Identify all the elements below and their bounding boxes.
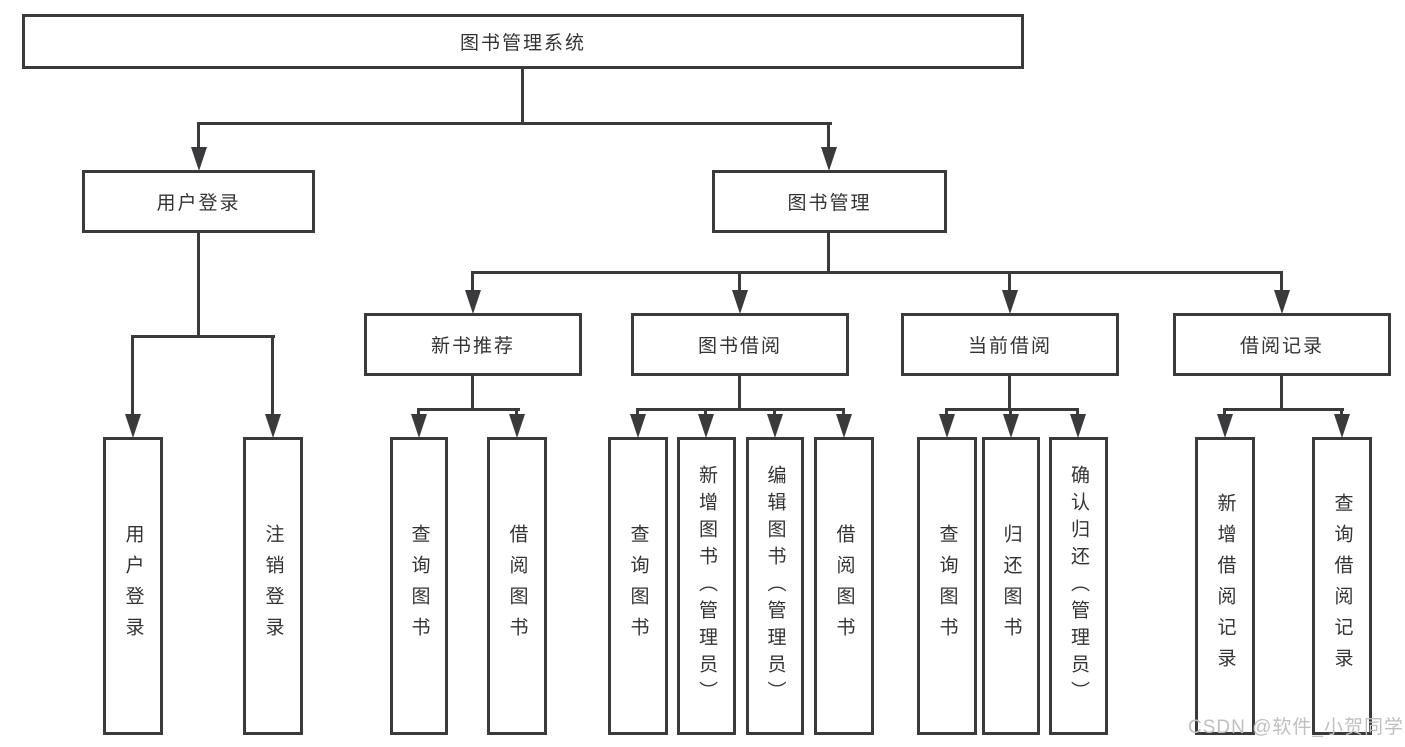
arrow-down-icon: [465, 290, 481, 314]
arrow-down-icon: [411, 414, 427, 438]
connector-line: [1076, 408, 1079, 418]
connector-line: [1280, 375, 1283, 411]
leaf-add-borrow-record: 新增借阅记录: [1195, 437, 1255, 735]
node-borrow-records: 借阅记录: [1173, 313, 1391, 376]
arrow-down-icon: [1002, 290, 1018, 314]
connector-line: [1223, 408, 1226, 418]
node-current-borrow: 当前借阅: [901, 313, 1119, 376]
arrow-down-icon: [698, 414, 714, 438]
connector-line: [417, 408, 520, 411]
connector-line: [842, 408, 845, 418]
arrow-down-icon: [1274, 290, 1290, 314]
connector-line: [945, 408, 948, 418]
connector-line: [636, 408, 639, 418]
connector-line: [471, 271, 1283, 274]
leaf-borrow-books-recommend: 借阅图书: [487, 437, 547, 735]
arrow-down-icon: [1003, 414, 1019, 438]
leaf-confirm-return-admin: 确认归还（管理员）: [1049, 437, 1108, 735]
leaf-edit-books-admin: 编辑图书（管理员）: [746, 437, 804, 735]
connector-line: [471, 271, 474, 293]
arrow-down-icon: [821, 147, 837, 171]
connector-line: [1223, 408, 1344, 411]
node-root-system: 图书管理系统: [22, 14, 1024, 69]
arrow-down-icon: [767, 414, 783, 438]
connector-line: [1280, 271, 1283, 293]
leaf-query-books-borrow: 查询图书: [608, 437, 668, 735]
arrow-down-icon: [1217, 414, 1233, 438]
connector-line: [197, 122, 832, 125]
arrow-down-icon: [1334, 414, 1350, 438]
connector-line: [827, 122, 830, 152]
arrow-down-icon: [125, 414, 141, 438]
arrow-down-icon: [732, 290, 748, 314]
arrow-down-icon: [265, 414, 281, 438]
node-user-login: 用户登录: [82, 170, 315, 233]
leaf-return-books: 归还图书: [982, 437, 1040, 735]
connector-line: [417, 408, 420, 418]
connector-line: [636, 408, 845, 411]
connector-line: [521, 69, 524, 125]
connector-line: [515, 408, 518, 418]
arrow-down-icon: [191, 147, 207, 171]
connector-line: [1340, 408, 1343, 418]
node-new-book-recommend: 新书推荐: [364, 313, 582, 376]
connector-line: [827, 233, 830, 274]
leaf-query-borrow-record: 查询借阅记录: [1312, 437, 1372, 735]
arrow-down-icon: [939, 414, 955, 438]
leaf-user-login: 用户登录: [103, 437, 163, 735]
connector-line: [738, 271, 741, 293]
connector-line: [197, 233, 200, 338]
arrow-down-icon: [836, 414, 852, 438]
connector-line: [197, 122, 200, 152]
node-book-borrow: 图书借阅: [631, 313, 849, 376]
connector-line: [1009, 408, 1012, 418]
node-book-management: 图书管理: [712, 170, 947, 233]
arrow-down-icon: [630, 414, 646, 438]
connector-line: [704, 408, 707, 418]
connector-line: [773, 408, 776, 418]
arrow-down-icon: [1070, 414, 1086, 438]
csdn-watermark: CSDN @软件_小贺同学: [1188, 717, 1404, 738]
connector-line: [738, 376, 741, 411]
connector-line: [945, 408, 1079, 411]
connector-line: [471, 375, 474, 411]
connector-line: [271, 335, 274, 417]
connector-line: [1008, 375, 1011, 411]
connector-line: [1008, 271, 1011, 293]
leaf-query-books-recommend: 查询图书: [390, 437, 448, 735]
leaf-add-books-admin: 新增图书（管理员）: [677, 437, 736, 735]
leaf-borrow-books: 借阅图书: [814, 437, 874, 735]
leaf-query-books-current: 查询图书: [917, 437, 977, 735]
connector-line: [131, 335, 134, 417]
connector-line: [131, 335, 275, 338]
leaf-logout: 注销登录: [243, 437, 303, 735]
arrow-down-icon: [509, 414, 525, 438]
